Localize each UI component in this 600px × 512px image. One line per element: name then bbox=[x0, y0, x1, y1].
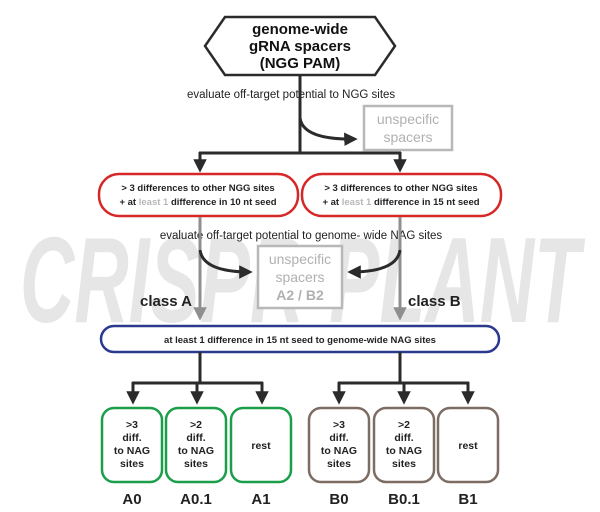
filter-b-line-1: > 3 differences to other NGG sites bbox=[324, 183, 477, 194]
leaf-a01-line-2: diff. bbox=[186, 432, 205, 444]
unspecific-mid-line-3: A2 / B2 bbox=[276, 287, 324, 303]
filter-b-box bbox=[300, 172, 503, 218]
filter-a-line-2: + at least 1 difference in 10 nt seed bbox=[119, 197, 276, 208]
leaf-a01-label: A0.1 bbox=[180, 491, 212, 508]
leaf-b1-line-1: rest bbox=[458, 440, 478, 452]
leaf-b01-line-3: to NAG bbox=[386, 445, 422, 457]
step1-label: evaluate off-target potential to NGG sit… bbox=[187, 89, 395, 101]
arrow-b-to-unspecific-mid bbox=[347, 249, 402, 279]
leaf-a0-line-1: >3 bbox=[126, 419, 138, 431]
leaf-a1-box bbox=[229, 406, 293, 484]
leaf-a1-label: A1 bbox=[251, 491, 270, 508]
top-node-hexagon bbox=[203, 15, 397, 77]
leaf-b1-label: B1 bbox=[458, 491, 477, 508]
class-b-label: class B bbox=[408, 293, 461, 310]
unspecific-top-box bbox=[362, 104, 454, 152]
leaf-a01-box bbox=[164, 406, 228, 484]
leaf-b01-label: B0.1 bbox=[388, 491, 420, 508]
nag-filter-box bbox=[99, 324, 501, 354]
leaf-b0-line-4: sites bbox=[327, 458, 351, 470]
unspecific-top-line-1: unspecific bbox=[377, 111, 439, 127]
leaf-a01-line-1: >2 bbox=[190, 419, 202, 431]
leaf-b0-box bbox=[307, 406, 371, 484]
leaf-a0-line-3: to NAG bbox=[114, 445, 150, 457]
leaf-a0-line-4: sites bbox=[120, 458, 144, 470]
leaf-a0-line-2: diff. bbox=[122, 432, 141, 444]
top-node-line-3: (NGG PAM) bbox=[260, 55, 341, 72]
unspecific-mid-box bbox=[256, 244, 344, 310]
leaf-b01-box bbox=[372, 406, 436, 484]
leaf-b01-line-1: >2 bbox=[398, 419, 410, 431]
filter-b-line-2: + at least 1 difference in 15 nt seed bbox=[322, 197, 479, 208]
leaf-b0-label: B0 bbox=[329, 491, 348, 508]
unspecific-top-line-2: spacers bbox=[383, 129, 432, 145]
step2-label: evaluate off-target potential to genome-… bbox=[160, 230, 443, 242]
leaf-b0-line-3: to NAG bbox=[321, 445, 357, 457]
leaf-b0-line-1: >3 bbox=[333, 419, 345, 431]
leaf-b01-line-4: sites bbox=[392, 458, 416, 470]
leaf-a01-line-3: to NAG bbox=[178, 445, 214, 457]
filter-a-line-1: > 3 differences to other NGG sites bbox=[121, 183, 274, 194]
leaf-b1-box bbox=[436, 406, 500, 484]
arrow-to-unspecific-top bbox=[298, 117, 358, 146]
arrow-a-to-unspecific-mid bbox=[198, 249, 253, 279]
leaf-a0-box bbox=[100, 406, 164, 484]
leaf-a0-label: A0 bbox=[122, 491, 141, 508]
leaf-a1-line-1: rest bbox=[251, 440, 271, 452]
filter-a-box bbox=[97, 172, 300, 218]
class-a-label: class A bbox=[140, 293, 192, 310]
leaf-b0-line-2: diff. bbox=[329, 432, 348, 444]
unspecific-mid-line-1: unspecific bbox=[269, 251, 331, 267]
top-node-line-1: genome-wide bbox=[252, 21, 348, 38]
top-node-line-2: gRNA spacers bbox=[249, 38, 351, 55]
leaf-a01-line-4: sites bbox=[184, 458, 208, 470]
leaf-b01-line-2: diff. bbox=[394, 432, 413, 444]
unspecific-mid-line-2: spacers bbox=[275, 269, 324, 285]
nag-filter-text: at least 1 difference in 15 nt seed to g… bbox=[164, 335, 436, 346]
